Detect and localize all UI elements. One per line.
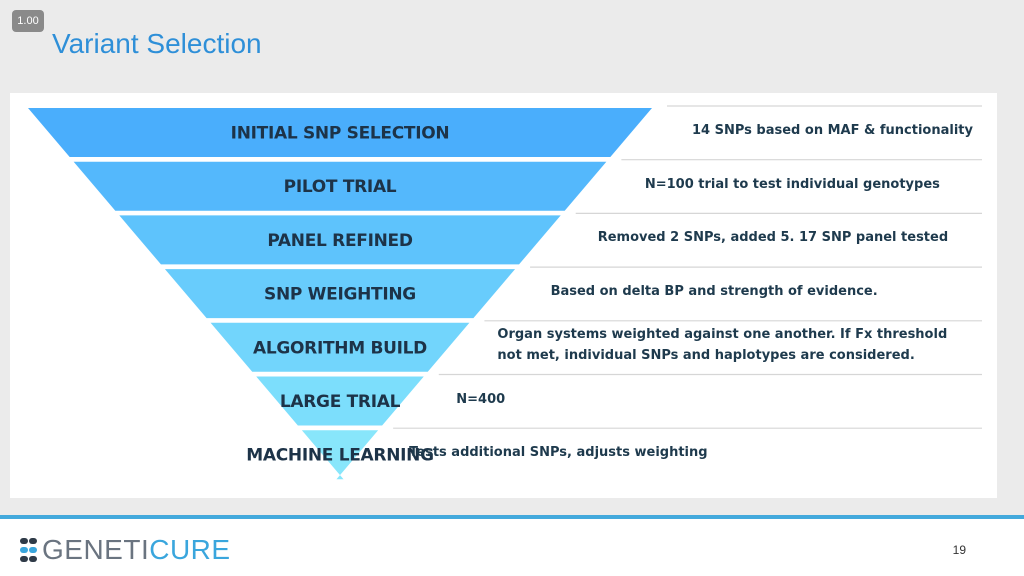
stage-description-line: Removed 2 SNPs, added 5. 17 SNP panel te… [597,230,949,246]
funnel-stage-band [119,215,561,265]
funnel-stage-band [210,322,470,372]
logo-text-cure: CURE [149,534,231,565]
stage-description: Removed 2 SNPs, added 5. 17 SNP panel te… [598,227,948,248]
stage-description: Based on delta BP and strength of eviden… [551,281,878,302]
stage-description: N=100 trial to test individual genotypes [645,174,940,195]
stage-description-line: Tests additional SNPs, adjusts weighting [409,445,708,461]
funnel-stage-band [301,430,379,480]
funnel-stage-label: SNP WEIGHTING [264,285,416,305]
stage-description: Tests additional SNPs, adjusts weighting [409,442,707,463]
funnel-stage-label: INITIAL SNP SELECTION [231,124,450,144]
logo-mark-icon [20,538,37,562]
logo-wordmark: GENETICURE [42,535,231,565]
funnel-stage-label: PILOT TRIAL [284,177,397,197]
stage-description-line: N=100 trial to test individual genotypes [644,176,940,192]
slide-title: Variant Selection [52,28,262,59]
funnel-stage-label: PANEL REFINED [267,231,413,251]
page-number: 19 [952,543,966,557]
funnel-stage-band [164,269,516,319]
stage-description: N=400 [456,389,505,410]
funnel-stage-band [28,108,652,157]
geneticure-logo: GENETICURE [20,535,231,565]
logo-text-geneti: GENETI [42,534,150,565]
funnel-stage-label: MACHINE LEARNING [246,446,434,466]
stage-description-line: Based on delta BP and strength of eviden… [550,284,878,300]
stage-description: Organ systems weighted against one anoth… [497,324,947,366]
funnel-stage-band [73,161,607,211]
stage-description-line: Organ systems weighted against one anoth… [497,327,948,343]
zoom-level-badge[interactable]: 1.00 [12,10,44,32]
slide-footer: GENETICURE 19 [0,515,1024,576]
funnel-diagram: INITIAL SNP SELECTION PILOT TRIAL PANEL RE… [28,105,982,484]
stage-description-line: not met, individual SNPs and haplotypes … [497,348,915,364]
funnel-diagram-panel: INITIAL SNP SELECTION PILOT TRIAL PANEL RE… [10,93,997,498]
stage-description-line: 14 SNPs based on MAF & functionality [692,123,973,138]
funnel-stage-label: LARGE TRIAL [280,392,401,412]
funnel-stage-label: ALGORITHM BUILD [253,338,427,358]
stage-description-line: N=400 [456,391,506,407]
stage-description: 14 SNPs based on MAF & functionality [692,120,973,141]
funnel-stage-band [256,376,424,426]
